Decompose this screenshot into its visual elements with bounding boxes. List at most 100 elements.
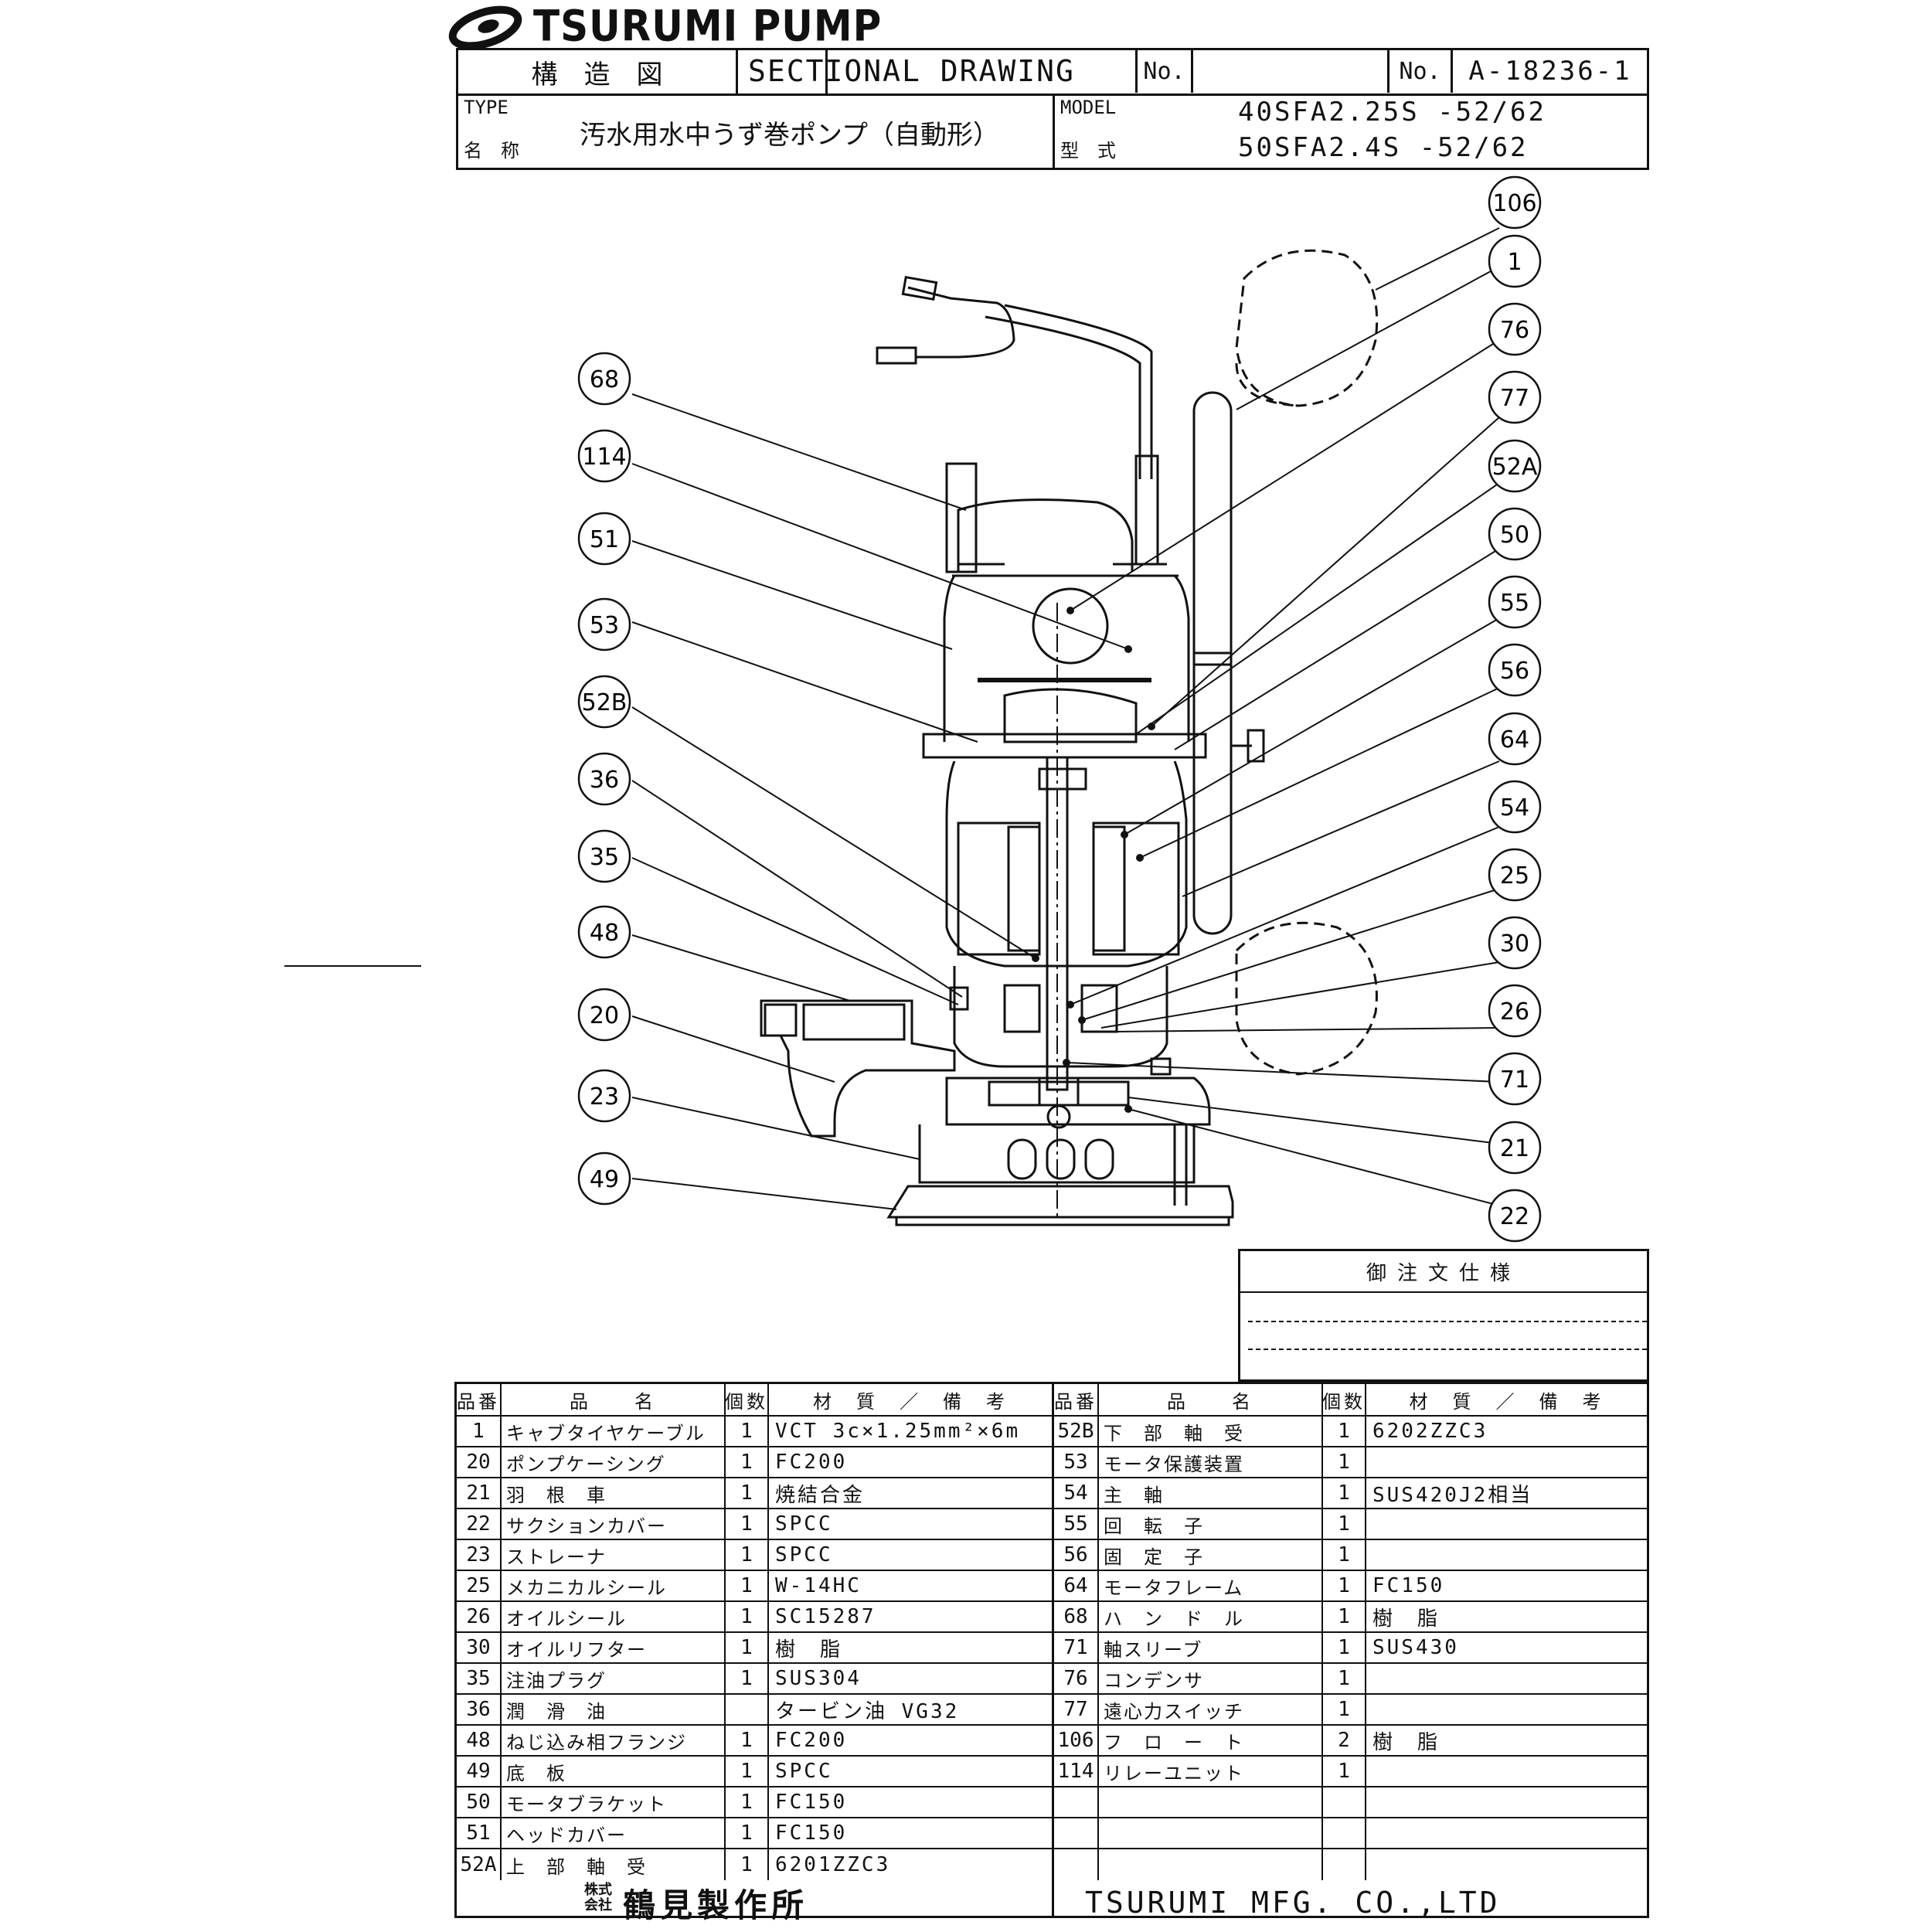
parts-header-name: 品 名 <box>1099 1384 1323 1415</box>
parts-cell-material: SC15287 <box>775 1605 876 1628</box>
company-name-jp: 鶴見製作所 <box>623 1886 809 1924</box>
parts-cell-material: 6202ZZC3 <box>1372 1420 1488 1443</box>
parts-cell-qty: 1 <box>726 1417 769 1446</box>
no-value <box>1193 49 1389 93</box>
parts-cell-material: FC150 <box>775 1821 848 1845</box>
parts-cell-qty: 1 <box>726 1509 769 1539</box>
parts-cell-material <box>1366 1664 1647 1693</box>
type-model-row: TYPE 名 称 汚水用水中うず巻ポンプ（自動形） MODEL 型 式 40SF… <box>457 94 1648 168</box>
parts-cell-no: 54 <box>1054 1478 1099 1508</box>
parts-cell-qty: 2 <box>1323 1726 1366 1755</box>
parts-cell-no: 52A <box>457 1849 502 1880</box>
parts-cell-material: VCT 3c×1.25mm²×6m <box>775 1420 1021 1443</box>
parts-cell-material: SUS420J2相当 <box>1372 1483 1533 1507</box>
svg-text:52B: 52B <box>582 689 628 716</box>
callout-1: 1 <box>1488 234 1542 288</box>
parts-cell-material: 6201ZZC3 <box>775 1853 891 1876</box>
parts-cell-name: オイルシール <box>502 1602 726 1631</box>
no-label: No. <box>1138 49 1193 93</box>
parts-cell-qty: 1 <box>726 1602 769 1631</box>
callout-49: 49 <box>577 1151 631 1206</box>
parts-cell-qty <box>726 1695 769 1724</box>
parts-cell-material: FC150 <box>775 1791 848 1814</box>
callout-25: 25 <box>1488 848 1542 902</box>
parts-cell-qty: 1 <box>726 1664 769 1693</box>
svg-text:64: 64 <box>1500 726 1529 753</box>
parts-cell-no: 21 <box>457 1478 502 1508</box>
parts-cell-material: SUS304 <box>775 1667 862 1690</box>
model-line-1: 40SFA2.25S -52/62 <box>1238 97 1546 128</box>
parts-cell-name: 遠心力スイッチ <box>1099 1695 1323 1724</box>
parts-cell-qty: 1 <box>726 1571 769 1600</box>
parts-cell-no: 76 <box>1054 1664 1099 1693</box>
svg-text:68: 68 <box>590 366 619 393</box>
svg-text:30: 30 <box>1500 930 1529 957</box>
parts-cell-name: モータブラケット <box>502 1787 726 1817</box>
callout-68: 68 <box>577 352 631 406</box>
parts-cell-qty: 1 <box>1323 1447 1366 1477</box>
sectional-drawing: 68 114 51 53 52B 36 35 48 20 23 49 106 1… <box>284 175 1542 1243</box>
parts-cell-qty: 1 <box>726 1447 769 1477</box>
callout-51: 51 <box>577 512 631 566</box>
parts-row <box>1054 1787 1647 1818</box>
parts-cell-qty <box>1323 1787 1366 1817</box>
callout-76: 76 <box>1488 302 1542 356</box>
parts-cell-name: キャブタイヤケーブル <box>502 1417 726 1446</box>
parts-cell-no: 30 <box>457 1633 502 1662</box>
parts-cell-name: 回 転 子 <box>1099 1509 1323 1539</box>
parts-header-material: 材 質 ／ 備 考 <box>1409 1390 1604 1413</box>
parts-cell-name: モータ保護装置 <box>1099 1447 1323 1477</box>
svg-text:56: 56 <box>1500 658 1529 685</box>
callout-23: 23 <box>577 1069 631 1123</box>
parts-header-no: 品番 <box>457 1384 502 1415</box>
callout-50: 50 <box>1488 507 1542 561</box>
parts-cell-name: ハ ン ド ル <box>1099 1602 1323 1631</box>
parts-cell-qty: 1 <box>1323 1695 1366 1724</box>
parts-cell-material <box>1366 1757 1647 1786</box>
parts-cell-material <box>1366 1509 1647 1539</box>
parts-cell-name: フ ロ ー ト <box>1099 1726 1323 1755</box>
parts-cell-name: リレーユニット <box>1099 1757 1323 1786</box>
parts-cell-qty: 1 <box>726 1726 769 1755</box>
svg-text:26: 26 <box>1500 998 1529 1026</box>
parts-cell-no: 114 <box>1054 1757 1099 1786</box>
parts-cell-qty: 1 <box>1323 1540 1366 1570</box>
drawing-title-en: SECTIONAL DRAWING <box>736 49 1138 93</box>
callout-53: 53 <box>577 597 631 651</box>
parts-cell-material <box>1366 1540 1647 1570</box>
parts-cell-no: 50 <box>457 1787 502 1817</box>
svg-text:21: 21 <box>1500 1135 1529 1162</box>
parts-cell-no: 55 <box>1054 1509 1099 1539</box>
parts-cell-material: SUS430 <box>1372 1636 1459 1659</box>
parts-cell-qty: 1 <box>1323 1633 1366 1662</box>
parts-cell-qty <box>1323 1849 1366 1880</box>
svg-text:35: 35 <box>590 844 619 871</box>
model-label-en: MODEL <box>1060 97 1117 118</box>
parts-cell-qty: 1 <box>726 1818 769 1848</box>
parts-header-row: 品番品 名個数 材 質 ／ 備 考 <box>1054 1384 1647 1417</box>
parts-cell-material: W-14HC <box>775 1574 862 1597</box>
parts-cell-no: 53 <box>1054 1447 1099 1477</box>
company-prefix: 株式会社 <box>584 1882 612 1913</box>
parts-cell-material: FC150 <box>1372 1574 1445 1597</box>
parts-cell-name: オイルリフター <box>502 1633 726 1662</box>
parts-cell-name: ねじ込み相フランジ <box>502 1726 726 1755</box>
parts-header-no: 品番 <box>1054 1384 1099 1415</box>
parts-cell-name: メカニカルシール <box>502 1571 726 1600</box>
drawing-title-jp: 構 造 図 <box>458 50 738 94</box>
parts-cell-name <box>1099 1818 1323 1848</box>
tsurumi-swirl-icon <box>448 5 522 48</box>
parts-cell-material: FC200 <box>775 1451 848 1474</box>
order-spec-box: 御注文仕様 <box>1238 1249 1649 1382</box>
parts-header-qty: 個数 <box>1323 1384 1366 1415</box>
